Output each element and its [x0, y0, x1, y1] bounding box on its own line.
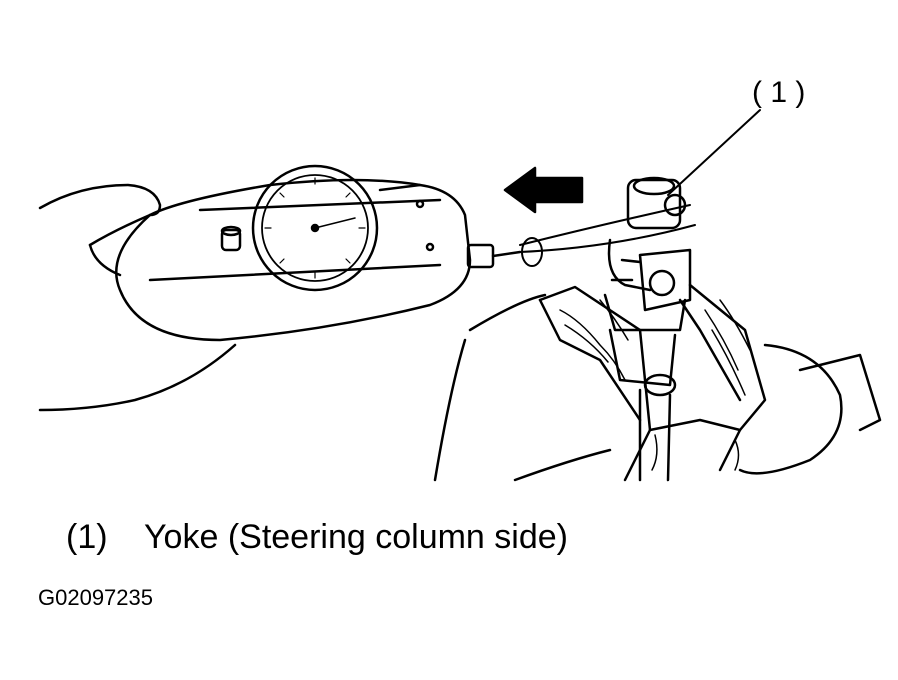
hand	[38, 183, 237, 412]
callout-leader	[667, 109, 761, 196]
hook-wire	[519, 204, 696, 267]
universal-joint	[603, 176, 692, 482]
legend-number: (1)	[66, 518, 108, 556]
knob	[220, 228, 242, 252]
support-pad	[433, 293, 882, 482]
legend-text: Yoke (Steering column side)	[144, 518, 568, 556]
figure-id: G02097235	[38, 585, 153, 610]
callout-number: ( 1 )	[752, 76, 805, 109]
legend: (1) Yoke (Steering column side)	[66, 518, 568, 557]
pull-direction-arrow	[503, 166, 584, 214]
spring-scale	[115, 164, 522, 342]
wooden-block	[538, 283, 767, 482]
spring-scale-yoke-illustration: ( 1 )	[38, 76, 882, 482]
dial-gauge	[251, 164, 379, 292]
